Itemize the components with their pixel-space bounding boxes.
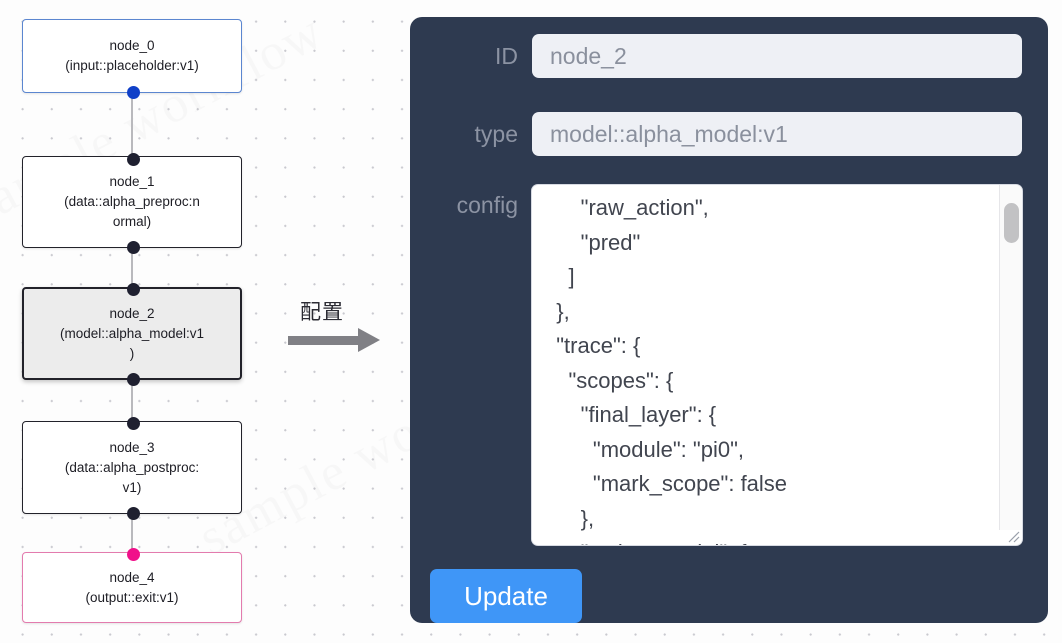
node-title: node_3 xyxy=(109,439,155,455)
node-config-panel: ID type config "raw_action", "pred" ] },… xyxy=(410,17,1048,623)
field-row-id: ID xyxy=(410,34,1040,78)
field-row-config: config "raw_action", "pred" ] }, "trace"… xyxy=(410,185,1040,545)
graph-edge xyxy=(131,246,134,291)
node-handle-source-node_3[interactable] xyxy=(126,507,140,520)
configure-arrow: 配置 xyxy=(288,296,392,358)
id-label: ID xyxy=(495,43,518,69)
config-textarea-wrapper[interactable]: "raw_action", "pred" ] }, "trace": { "sc… xyxy=(532,185,1022,545)
node-title: node_1 xyxy=(109,174,155,189)
node-handle-target-node_4[interactable] xyxy=(126,548,140,561)
node-handle-target-node_2[interactable] xyxy=(126,283,140,296)
config-scrollbar-thumb[interactable] xyxy=(1004,203,1019,243)
node-graph[interactable]: node_0 (input::placeholder:v1) node_1 (d… xyxy=(0,0,390,643)
node-title: node_2 xyxy=(109,305,155,321)
node-subtitle: (data::alpha_preproc:n xyxy=(64,194,200,209)
node-subtitle: (output::exit:v1) xyxy=(85,589,179,605)
node-handle-source-node_2[interactable] xyxy=(126,373,140,386)
id-input[interactable] xyxy=(532,34,1022,78)
node-title: node_0 xyxy=(109,38,155,53)
graph-edge xyxy=(131,91,134,159)
graph-node-node_0[interactable]: node_0 (input::placeholder:v1) xyxy=(22,19,242,93)
graph-edge xyxy=(131,512,134,556)
node-title: node_4 xyxy=(109,569,155,585)
node-subtitle-wrap: ormal) xyxy=(112,214,152,229)
update-button[interactable]: Update xyxy=(430,569,582,623)
arrow-shaft-icon xyxy=(288,336,360,345)
node-subtitle: (input::placeholder:v1) xyxy=(65,58,199,73)
node-handle-target-node_1[interactable] xyxy=(126,153,140,166)
node-subtitle: (data::alpha_postproc: xyxy=(64,459,200,475)
node-subtitle-wrap: v1) xyxy=(122,479,142,495)
node-handle-target-node_3[interactable] xyxy=(126,417,140,430)
arrow-caption: 配置 xyxy=(300,300,344,324)
type-input[interactable] xyxy=(532,112,1022,156)
graph-node-node_2[interactable]: node_2 (model::alpha_model:v1 ) xyxy=(22,287,242,380)
config-textarea[interactable]: "raw_action", "pred" ] }, "trace": { "sc… xyxy=(556,195,788,545)
field-row-type: type xyxy=(410,112,1040,156)
node-handle-source-node_1[interactable] xyxy=(126,241,140,254)
graph-node-node_1[interactable]: node_1 (data::alpha_preproc:n ormal) xyxy=(22,156,242,248)
type-label: type xyxy=(474,121,518,147)
resize-grip-icon[interactable] xyxy=(1004,527,1020,543)
node-subtitle: (model::alpha_model:v1 xyxy=(59,325,205,341)
graph-node-node_3[interactable]: node_3 (data::alpha_postproc: v1) xyxy=(22,421,242,514)
node-subtitle-wrap: ) xyxy=(129,345,135,361)
graph-node-node_4[interactable]: node_4 (output::exit:v1) xyxy=(22,552,242,623)
graph-edge xyxy=(131,378,134,424)
node-handle-source-node_0[interactable] xyxy=(126,86,140,99)
config-label: config xyxy=(456,192,518,218)
config-scrollbar[interactable] xyxy=(999,185,1022,530)
arrow-head-icon xyxy=(358,328,380,352)
